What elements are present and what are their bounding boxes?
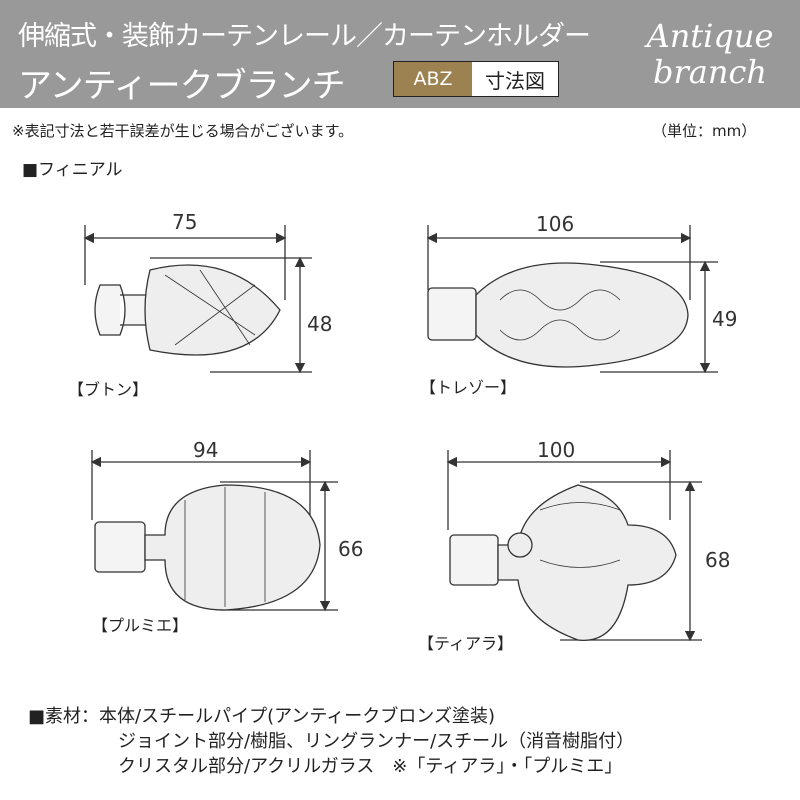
tresor-height: 49: [712, 307, 738, 331]
bouton-width: 75: [172, 210, 198, 234]
disclaimer: ※表記寸法と若干誤差が生じる場合がございます。: [12, 122, 354, 140]
header-banner: 伸縮式・装飾カーテンレール／カーテンホルダー アンティークブランチ ABZ 寸法…: [0, 0, 800, 108]
premier-width: 94: [193, 438, 219, 462]
materials: ■素材：本体/スチールパイプ(アンティークブロンズ塗装) ジョイント部分/樹脂、…: [28, 706, 635, 777]
tresor-drawing: [426, 225, 718, 374]
tresor-width: 106: [536, 212, 575, 236]
product-code: ABZ: [394, 62, 472, 96]
premier-label: 【プルミエ】: [92, 616, 189, 635]
bouton-height: 48: [307, 312, 333, 336]
premier-height: 66: [338, 537, 364, 561]
product-title: アンティークブランチ: [18, 66, 346, 106]
dimension-drawings: [83, 225, 718, 642]
code-badge: ABZ 寸法図: [393, 61, 559, 97]
tiara-drawing: [446, 450, 702, 642]
bouton-drawing: [83, 225, 312, 374]
unit-note: （単位：mm）: [652, 122, 757, 140]
section-title: ■フィニアル: [22, 160, 123, 180]
badge-label: 寸法図: [472, 62, 558, 96]
bouton-label: 【ブトン】: [68, 380, 149, 399]
brand-logo: Antique branch: [646, 17, 774, 91]
tiara-label: 【ティアラ】: [418, 634, 514, 653]
tiara-width: 100: [537, 438, 576, 462]
title-line1: 伸縮式・装飾カーテンレール／カーテンホルダー: [18, 21, 591, 52]
materials-label: ■素材：: [28, 706, 100, 727]
premier-drawing: [90, 450, 338, 612]
tiara-height: 68: [705, 548, 731, 572]
tresor-label: 【トレゾー】: [420, 378, 517, 397]
